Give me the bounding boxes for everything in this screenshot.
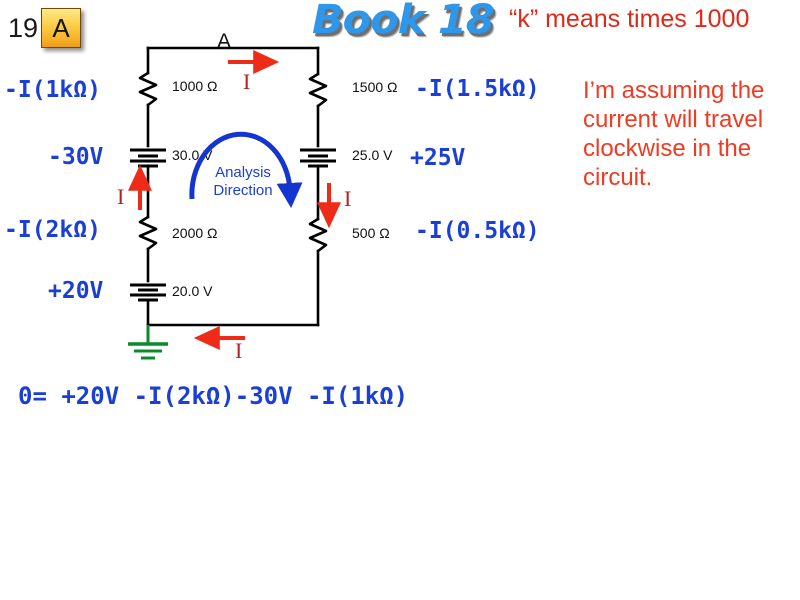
term-b-right: +25V: [410, 145, 466, 171]
term-b-left-lower: +20V: [48, 278, 104, 304]
current-label-top: I: [243, 69, 251, 94]
assumption-text: I’m assuming the current will travel clo…: [583, 77, 765, 191]
analysis-direction-arrow: [189, 131, 303, 208]
title-note: “k” means times 1000: [509, 5, 750, 33]
battery-right: [300, 148, 336, 168]
current-label-bottom: I: [235, 338, 243, 363]
resistor-top-left: [138, 71, 158, 107]
term-r-top-left: -I(1kΩ): [4, 77, 101, 103]
current-label-left: I: [117, 184, 125, 209]
value-r-top-left: 1000 Ω: [172, 78, 218, 94]
analysis-direction-line1: Analysis: [215, 164, 271, 181]
resistor-bottom-right: [308, 217, 328, 253]
resistor-top-right: [308, 72, 328, 108]
page-badge: 19 A: [8, 6, 82, 50]
term-r-bot-right: -I(0.5kΩ): [415, 218, 540, 244]
battery-left-lower: [130, 283, 166, 302]
value-b-right: 25.0 V: [352, 147, 393, 163]
circuit-wires: [146, 46, 320, 327]
badge-letter: A: [52, 13, 70, 43]
term-r-bot-left: -I(2kΩ): [4, 217, 101, 243]
term-r-top-right: -I(1.5kΩ): [415, 76, 540, 102]
badge-box: A: [41, 8, 82, 48]
ground-icon: [128, 325, 168, 360]
value-r-bot-right: 500 Ω: [352, 225, 390, 241]
current-arrows: [128, 50, 341, 350]
term-b-left-upper: -30V: [48, 144, 104, 170]
resistor-bottom-left: [138, 215, 158, 251]
analysis-direction-line2: Direction: [213, 182, 273, 199]
current-label-right: I: [344, 186, 352, 211]
analysis-direction-label: Analysis Direction: [203, 164, 283, 200]
value-b-left-lower: 20.0 V: [172, 283, 213, 299]
battery-left-upper: [130, 148, 166, 168]
kvl-equation: 0= +20V -I(2kΩ)-30V -I(1kΩ): [18, 382, 409, 410]
value-r-top-right: 1500 Ω: [352, 79, 398, 95]
page-number: 19: [8, 12, 39, 43]
page-title: Book 18: [312, 0, 495, 43]
value-r-bot-left: 2000 Ω: [172, 225, 218, 241]
